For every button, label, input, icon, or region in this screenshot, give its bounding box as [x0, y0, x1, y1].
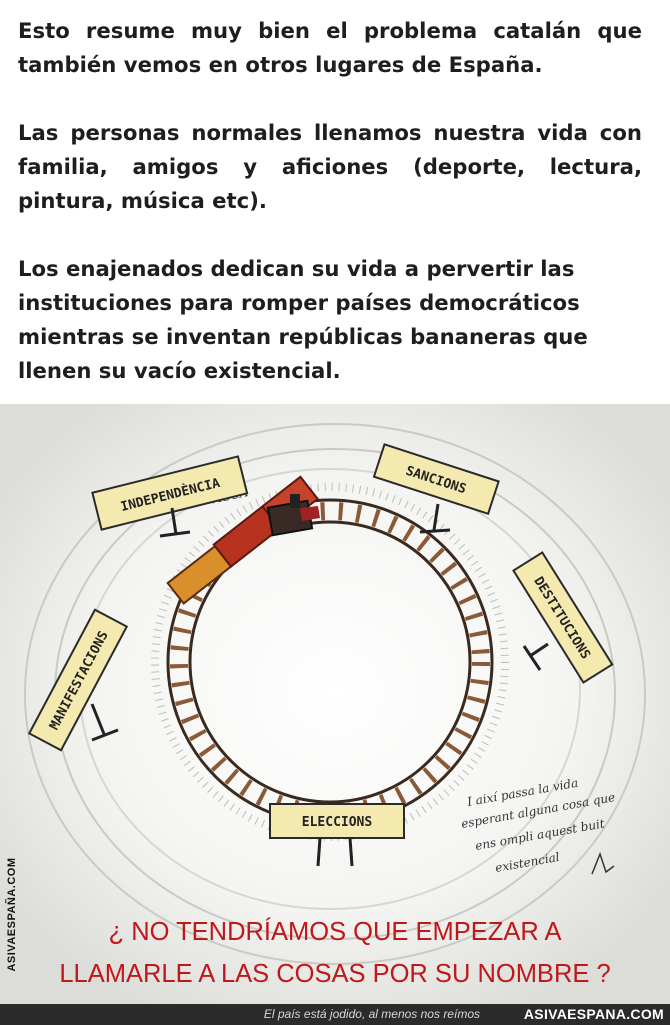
footer-brand-link[interactable]: ASIVAESPANA.COM: [523, 1006, 664, 1022]
track-inner-rail: [188, 520, 472, 804]
intro-paragraph-3: Los enajenados dedican su vida a pervert…: [18, 256, 588, 383]
question-line-1: ¿ NO TENDRÍAMOS QUE EMPEZAR A: [108, 918, 562, 946]
sign-eleccions: ELECCIONS: [269, 803, 405, 867]
site-footer: El país está jodido, al menos nos reímos…: [0, 1004, 670, 1025]
question-line-2: LLAMARLE A LAS COSAS POR SU NOMBRE ?: [59, 960, 611, 988]
cartoon-illustration: VISCA INDEPENDÈNCIA SANCIONS DESTITUCION…: [0, 404, 670, 1004]
sign-eleccions-label: ELECCIONS: [302, 815, 373, 830]
intro-paragraph-2: Las personas normales llenamos nuestra v…: [18, 120, 642, 213]
intro-text: Esto resume muy bien el problema catalán…: [18, 14, 642, 422]
cartoon-drawing: VISCA INDEPENDÈNCIA SANCIONS DESTITUCION…: [0, 404, 670, 1004]
closing-question: ¿ NO TENDRÍAMOS QUE EMPEZAR A LLAMARLE A…: [0, 911, 670, 995]
intro-paragraph-1: Esto resume muy bien el problema catalán…: [18, 18, 642, 77]
footer-slogan: El país está jodido, al menos nos reímos: [263, 1007, 480, 1021]
artist-signature: [591, 851, 615, 875]
train: [166, 475, 320, 605]
